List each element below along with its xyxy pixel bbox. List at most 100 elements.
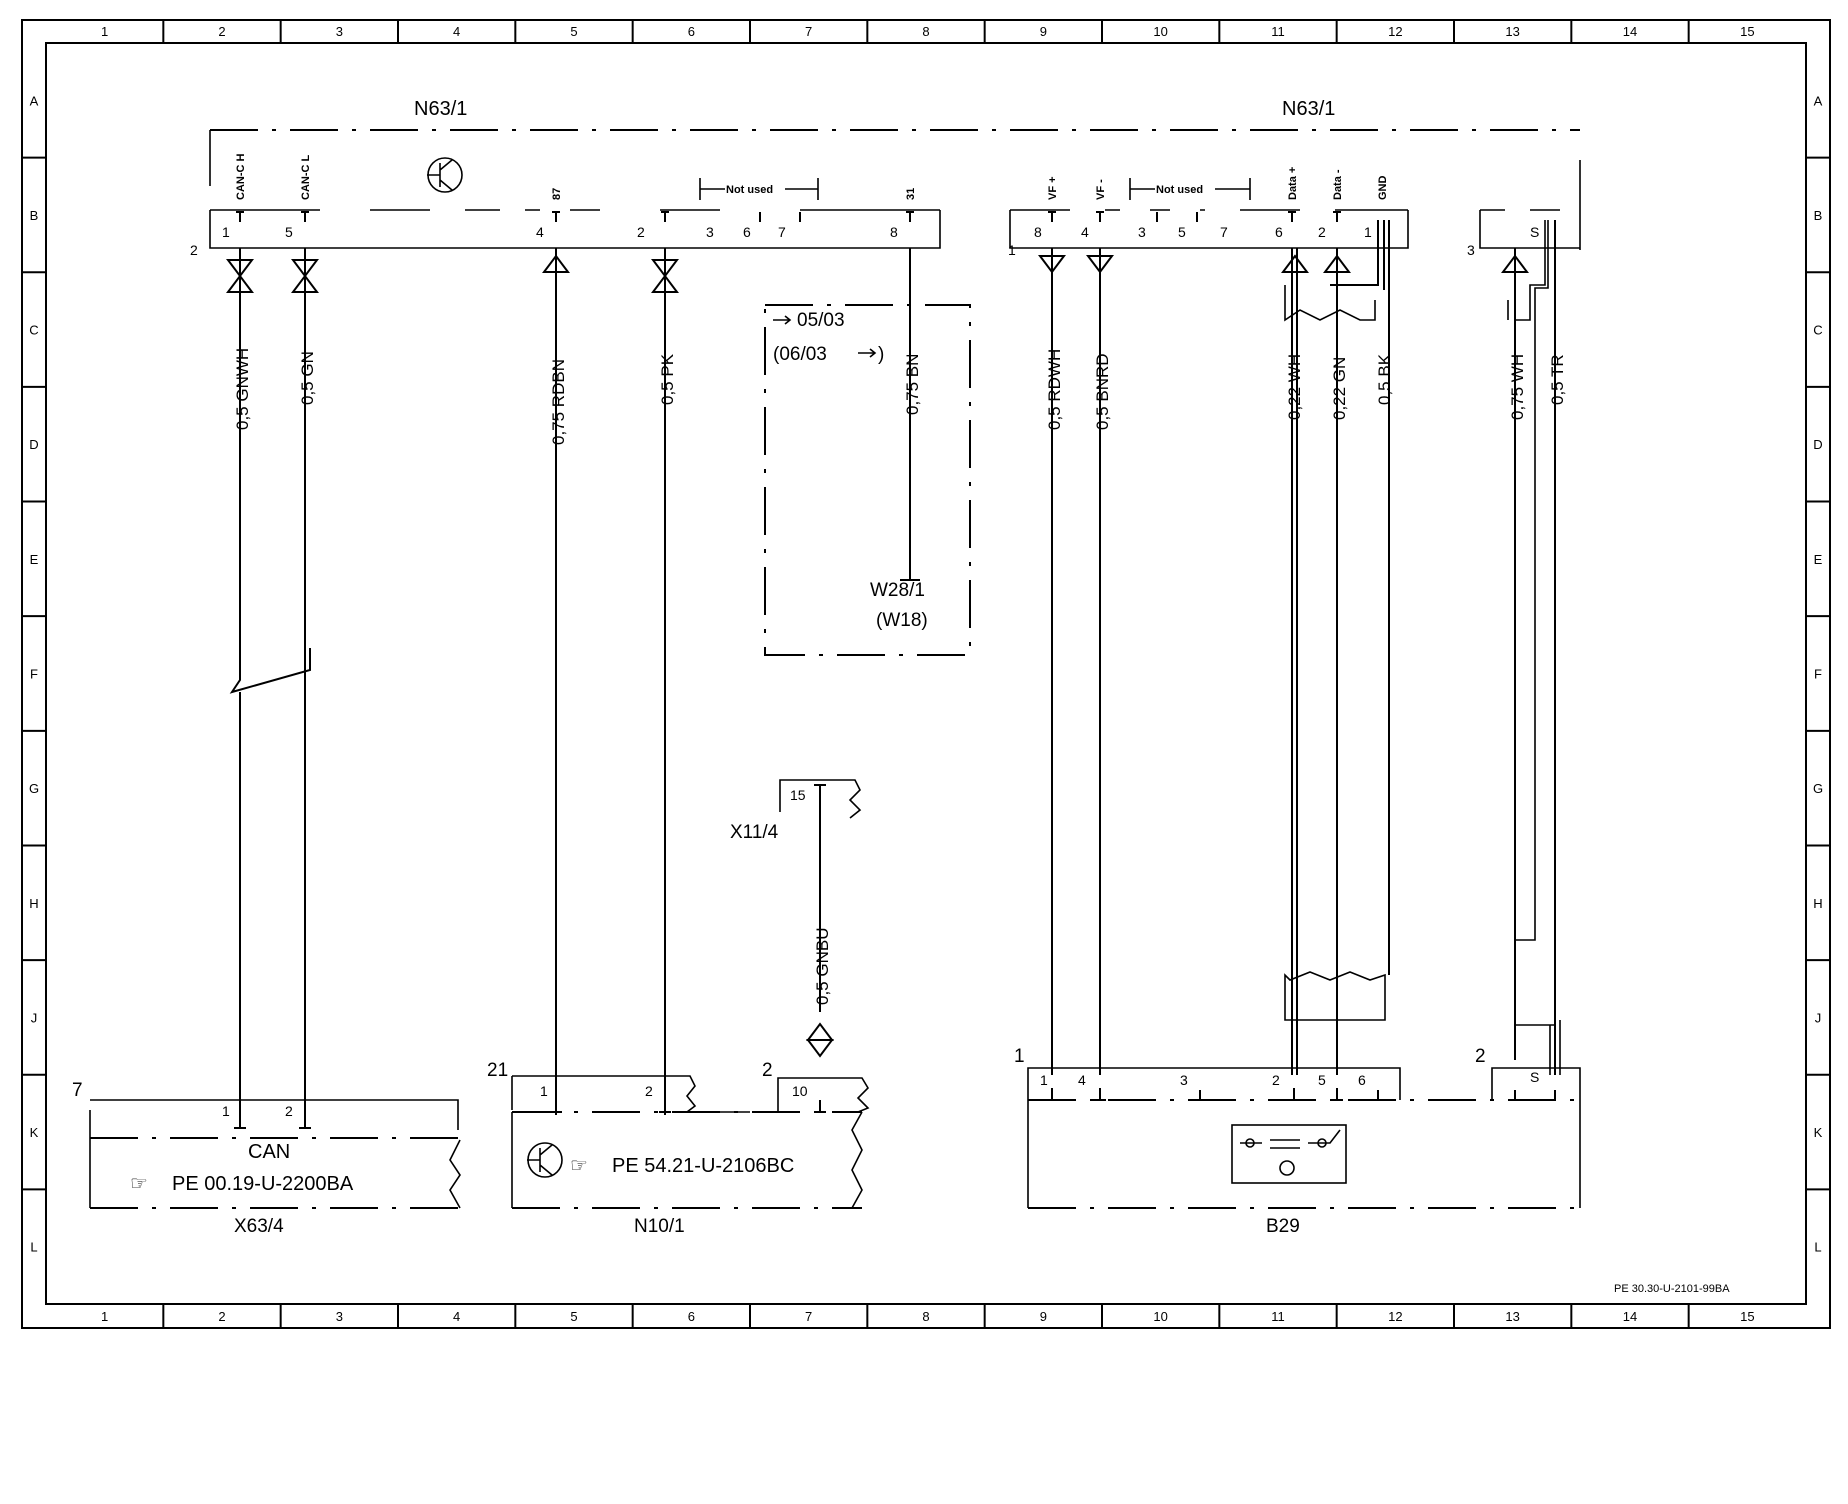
b29-housing-sides [1027,1100,1581,1208]
x63-pin-stubs [234,1115,311,1129]
svg-text:1: 1 [1040,1072,1048,1088]
wire-labels: 0,5 GNWH 0,5 GN 0,75 RDBN 0,5 PK 0,75 BN… [233,348,1567,1005]
b29-connector1-number: 1 [1014,1046,1025,1067]
svg-text:VF +: VF + [1047,176,1059,200]
grid-column-label: 6 [688,1309,695,1324]
from-arrow-icon [773,315,792,325]
not-used-bracket-2 [1129,178,1251,200]
n63-left-pin-stubs [236,211,914,222]
b29-sensor-icon [1231,1124,1347,1184]
x11-4-wire [814,784,826,1012]
n10-pin-2: 2 [645,1083,653,1099]
x11-4-housing [779,779,862,819]
grid-column-label: 6 [688,24,695,39]
n10-1-connector21-number: 21 [487,1060,508,1081]
svg-text:0,5 GNBU: 0,5 GNBU [813,928,832,1005]
svg-text:0,5 PK: 0,5 PK [658,353,677,405]
svg-text:0,75 WH: 0,75 WH [1508,354,1527,420]
grid-row-label: K [1814,1125,1823,1140]
grid-column-label: 7 [805,1309,812,1324]
n10-1-connector2-number: 2 [762,1060,773,1081]
date-until: (06/03 [773,344,827,365]
svg-text:5: 5 [1318,1072,1326,1088]
w18-label: (W18) [876,610,928,631]
grid-row-label: C [29,323,38,338]
date-until-close: ) [878,344,884,365]
grid-column-label: 8 [922,24,929,39]
not-used-label-2: Not used [1156,184,1203,196]
grid-column-label: 14 [1623,1309,1637,1324]
svg-text:Data +: Data + [1287,167,1299,200]
b29-plug-1 [1027,1067,1401,1100]
n63-right-plug-3 [1479,209,1580,249]
grid-column-label: 4 [453,1309,460,1324]
grid-column-label: 15 [1740,1309,1754,1324]
grid-row-label: A [1814,93,1823,108]
n10-1-housing [512,1111,862,1209]
outer-frame [21,19,1831,1329]
b29-housing [1028,1099,1580,1209]
until-arrow-icon [858,348,877,358]
svg-text:8: 8 [890,224,898,240]
connector-arrows [226,254,1529,1058]
grid-row-label: D [29,437,38,452]
svg-text:3: 3 [1138,224,1146,240]
grid-column-label: 5 [570,1309,577,1324]
svg-text:87: 87 [551,188,563,200]
grid-row-label: D [1813,437,1822,452]
wire-lines [229,220,1561,1115]
svg-text:5: 5 [285,224,293,240]
grid-column-label: 1 [101,24,108,39]
n10-pointing-hand-icon: ☞ [570,1155,588,1177]
n63-right-label: N63/1 [1282,98,1335,120]
x63-4-connector-number: 7 [72,1080,83,1101]
svg-text:VF -: VF - [1095,179,1107,200]
grid-row-label: L [1814,1240,1821,1255]
grid-column-label: 9 [1040,24,1047,39]
svg-text:7: 7 [778,224,786,240]
b29-connector2-number: 2 [1475,1046,1486,1067]
svg-text:0,5 GNWH: 0,5 GNWH [233,348,252,430]
svg-text:6: 6 [1358,1072,1366,1088]
grid-column-label: 3 [336,24,343,39]
n10-1-plug-2 [777,1077,870,1113]
n10-1-ref: PE 54.21-U-2106BC [612,1155,794,1177]
svg-text:3: 3 [1180,1072,1188,1088]
grid-labels: 1122334455667788991010111112121313141415… [29,24,1823,1324]
x63-4-plug [89,1099,459,1138]
svg-text:31: 31 [905,188,917,200]
x63-4-label: X63/4 [234,1216,284,1237]
n10-1-housing-sides [511,1111,863,1209]
not-used-bracket-1 [699,178,819,200]
grid-column-label: 11 [1271,1309,1285,1324]
grid-column-label: 13 [1505,24,1519,39]
n63-right-connector1-number: 1 [1008,242,1016,258]
grid-column-label: 8 [922,1309,929,1324]
grid-column-label: 2 [218,24,225,39]
x63-4-housing [90,1137,460,1209]
n63-right-plug [1009,210,1409,249]
date-from: 05/03 [797,310,845,331]
grid-row-label: A [30,93,39,108]
grid-column-label: 10 [1153,24,1167,39]
svg-text:3: 3 [706,224,714,240]
x63-4-ref: PE 00.19-U-2200BA [172,1173,354,1195]
grid-row-label: G [29,781,39,796]
svg-text:6: 6 [743,224,751,240]
svg-text:5: 5 [1178,224,1186,240]
svg-text:0,5 BNRD: 0,5 BNRD [1093,353,1112,430]
footer-code: PE 30.30-U-2101-99BA [1614,1283,1730,1295]
grid-row-label: J [1815,1010,1822,1025]
svg-text:0,75 RDBN: 0,75 RDBN [549,359,568,445]
grid-row-label: B [1814,208,1823,223]
svg-text:Data -: Data - [1332,169,1344,200]
svg-text:0,5 GN: 0,5 GN [298,351,317,405]
svg-text:2: 2 [1272,1072,1280,1088]
shield-s-top: S [1530,224,1539,240]
grid-ticks [22,20,1830,1328]
svg-text:CAN-C L: CAN-C L [300,155,312,200]
grid-column-label: 3 [336,1309,343,1324]
grid-column-label: 7 [805,24,812,39]
grid-column-label: 14 [1623,24,1637,39]
grid-column-label: 11 [1271,24,1285,39]
